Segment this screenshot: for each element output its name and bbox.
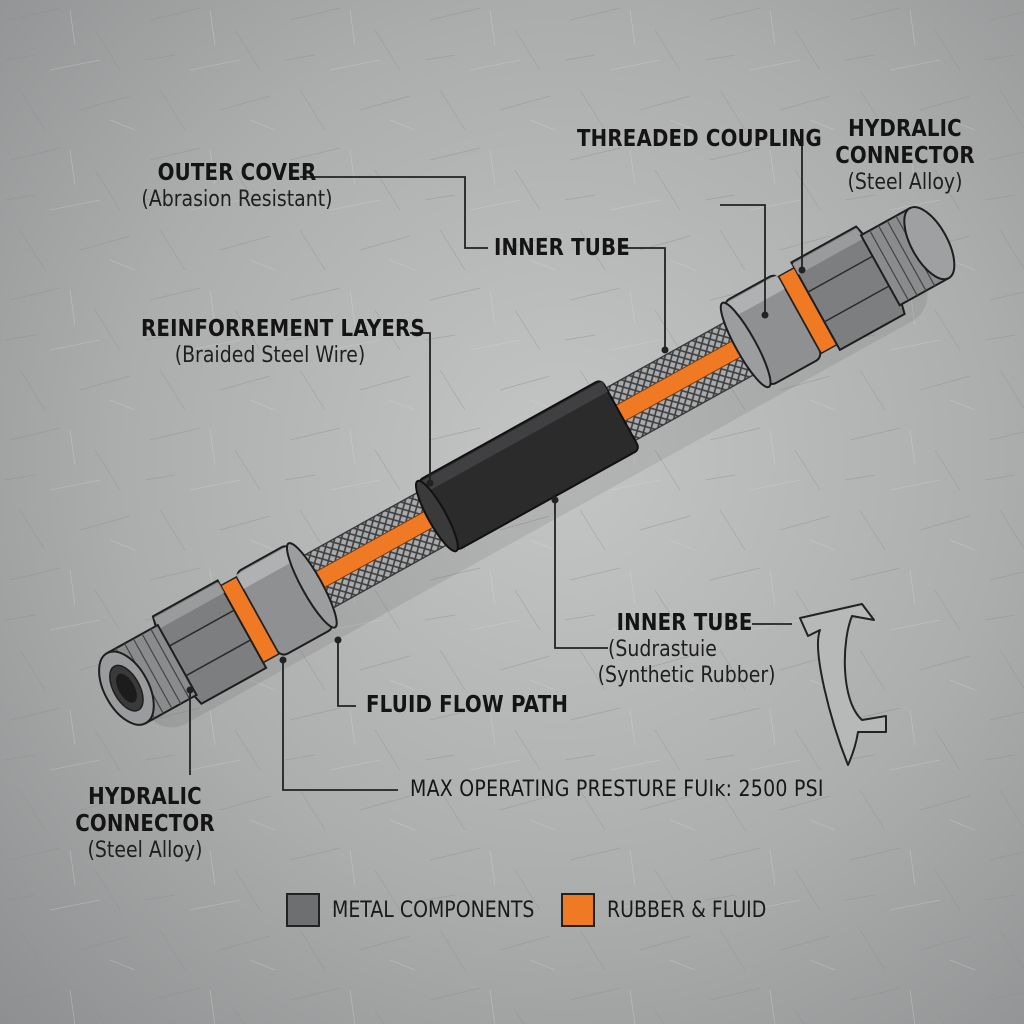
label-inner-tube-right-sub2: (Synthetic Rubber) [597, 663, 776, 689]
label-reinforcement-sub: (Braided Steel Wire) [174, 343, 366, 369]
label-connector-bottom-line2: CONNECTOR [75, 811, 215, 838]
legend-metal-label: METAL COMPONENTS [332, 897, 535, 923]
leader-inner-tube-right [554, 500, 608, 649]
leader-pressure [282, 660, 398, 791]
leader-inner-tube-top [622, 247, 666, 350]
label-reinforcement: REINFORREMENT LAYERS (Braided Steel Wire… [141, 316, 425, 369]
label-connector-top-line2: CONNECTOR [835, 143, 975, 170]
label-fluid-flow-title: FLUID FLOW PATH [366, 692, 569, 718]
label-inner-tube-right-sub1: (Sudrastuie [608, 637, 717, 663]
label-outer-cover-sub: (Abrasion Resistant) [141, 187, 333, 213]
leader-lines [189, 139, 803, 791]
label-connector-top: HYDRALIC CONNECTOR (Steel Alloy) [832, 116, 978, 196]
label-inner-tube-right-title: INNER TUBE [616, 610, 753, 636]
label-pressure: MAX OPERATING PRESTURE FUIᴋ: 2500 PSI [410, 777, 824, 803]
label-connector-bottom-line1: HYDRALIC [88, 784, 202, 810]
leader-connector-top [796, 139, 803, 270]
label-inner-tube-right: INNER TUBE (Sudrastuie (Synthetic Rubber… [598, 610, 776, 689]
legend-metal: METAL COMPONENTS [286, 893, 567, 927]
leader-fluid-flow [337, 640, 356, 707]
hose-assembly [98, 206, 956, 728]
leader-outer-cover [300, 176, 488, 249]
label-reinforcement-title: REINFORREMENT LAYERS [141, 316, 425, 342]
flow-direction-arrow-icon [799, 603, 887, 766]
legend-metal-swatch [286, 893, 320, 927]
legend-rubber-swatch [561, 893, 595, 927]
label-pressure-text: MAX OPERATING PRESTURE FUIᴋ: 2500 PSI [410, 777, 824, 802]
label-fluid-flow: FLUID FLOW PATH [366, 692, 568, 719]
leader-dots [186, 266, 806, 694]
label-connector-bottom: HYDRALIC CONNECTOR (Steel Alloy) [72, 784, 218, 864]
label-outer-cover: OUTER COVER (Abrasion Resistant) [130, 160, 345, 213]
label-connector-bottom-sub: (Steel Alloy) [87, 838, 203, 864]
leader-reinforcement [410, 332, 431, 483]
label-inner-tube-top-title: INNER TUBE [494, 235, 630, 261]
legend-rubber-label: RUBBER & FLUID [607, 897, 767, 923]
label-connector-top-sub: (Steel Alloy) [847, 170, 963, 196]
leader-threaded-coupling [720, 204, 766, 315]
label-inner-tube-top: INNER TUBE [494, 235, 630, 262]
legend-rubber: RUBBER & FLUID [561, 893, 792, 927]
label-threaded-coupling: THREADED COUPLING [577, 126, 822, 153]
label-threaded-coupling-title: THREADED COUPLING [577, 126, 822, 152]
label-connector-top-line1: HYDRALIC [848, 116, 962, 142]
label-outer-cover-title: OUTER COVER [157, 160, 317, 186]
